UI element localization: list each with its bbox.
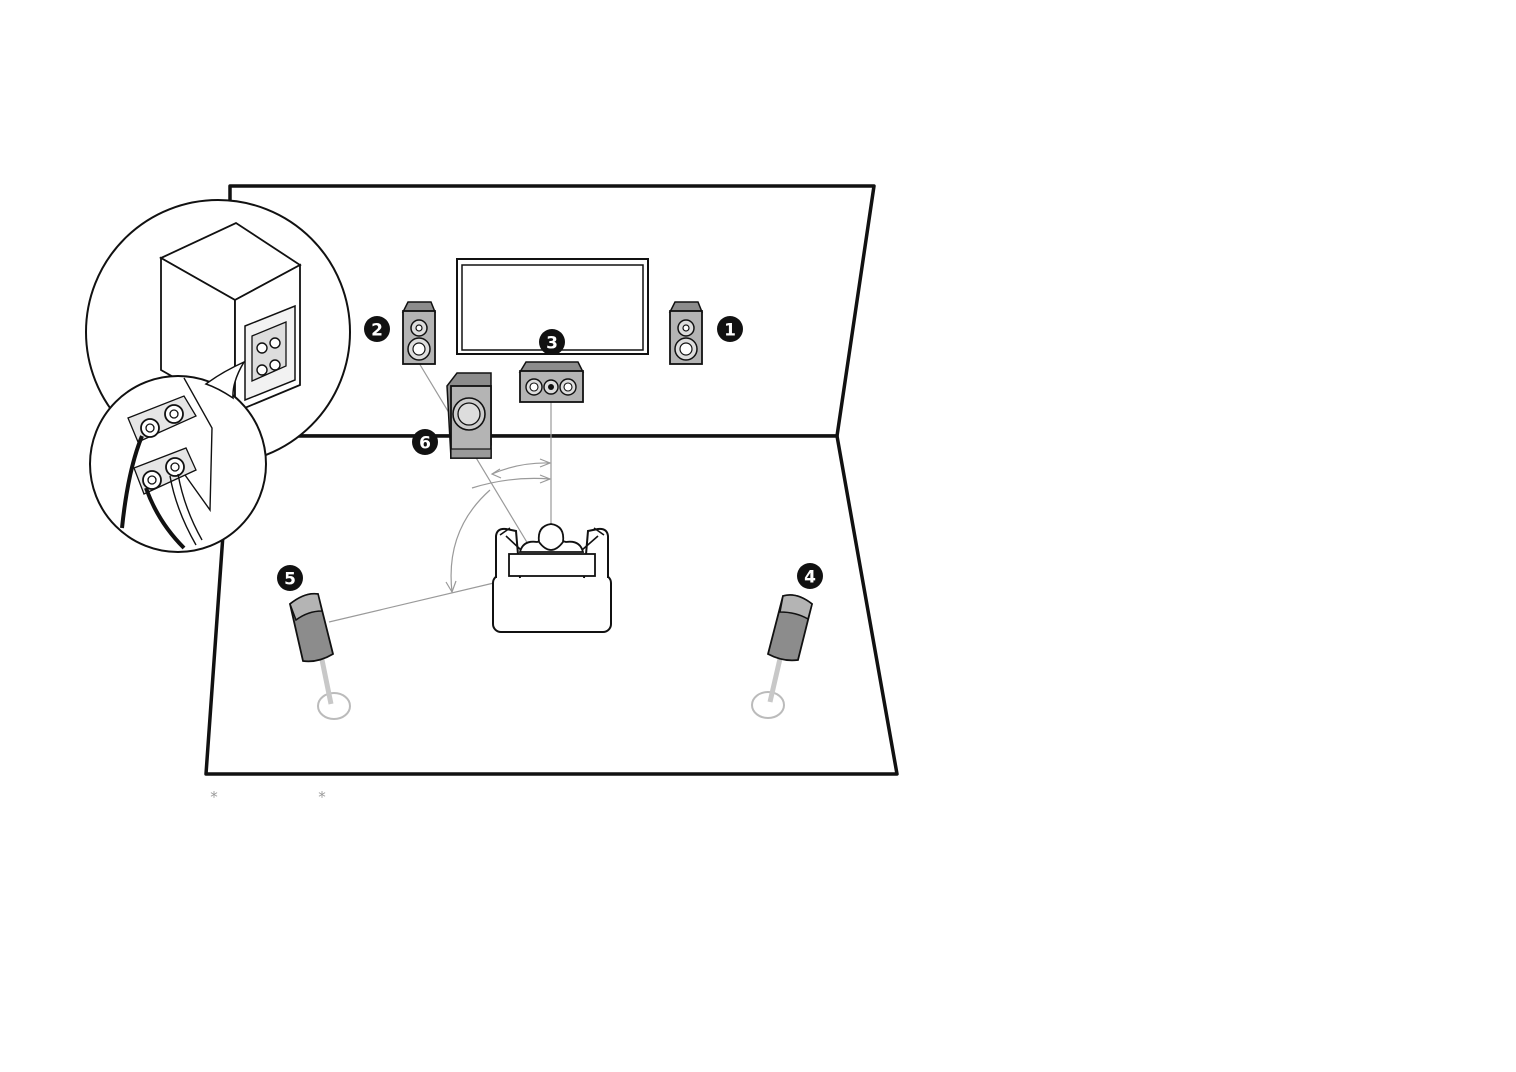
listener-sofa — [492, 523, 612, 633]
footnote-mark-2: * — [318, 788, 326, 806]
badge-surround-right: 4 — [797, 563, 823, 589]
badge-center-label: 3 — [546, 334, 558, 354]
terminal-detail-callout — [85, 199, 351, 553]
front-right-speaker — [668, 301, 704, 365]
front-left-speaker — [401, 301, 437, 365]
badge-center: 3 — [539, 329, 565, 355]
footnote-mark-1: * — [210, 788, 218, 806]
badge-front-right-label: 1 — [724, 321, 736, 341]
badge-front-left: 2 — [364, 316, 390, 342]
badge-front-right: 1 — [717, 316, 743, 342]
badge-surround-right-label: 4 — [804, 568, 816, 588]
subwoofer — [446, 372, 492, 460]
badge-surround-left-label: 5 — [284, 570, 296, 590]
center-speaker — [518, 361, 585, 403]
badge-surround-left: 5 — [277, 565, 303, 591]
surround-left-speaker — [288, 592, 351, 720]
badge-front-left-label: 2 — [371, 321, 383, 341]
surround-right-speaker — [751, 594, 814, 719]
badge-subwoofer-label: 6 — [419, 434, 431, 454]
badge-subwoofer: 6 — [412, 429, 438, 455]
